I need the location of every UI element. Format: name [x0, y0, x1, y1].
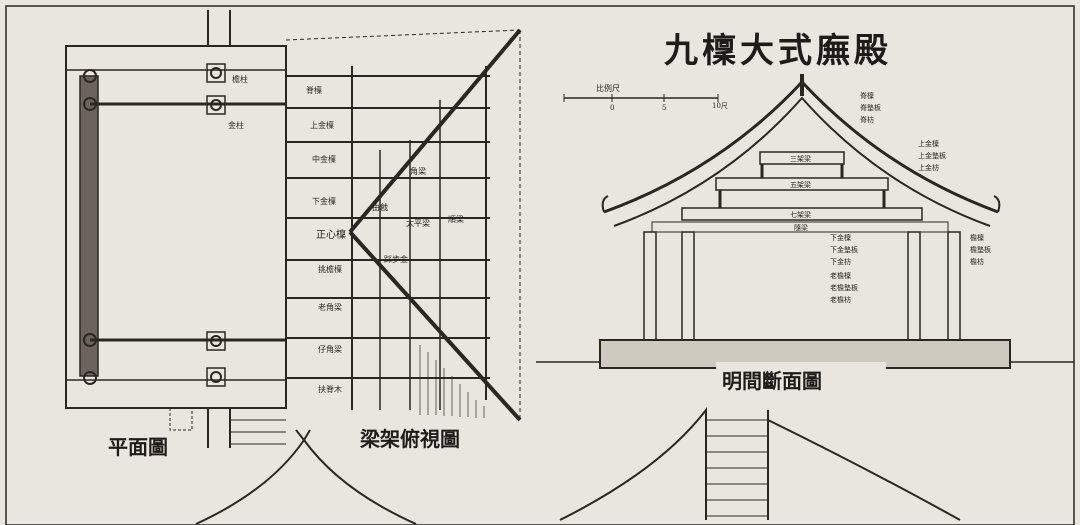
- framing-label-3: 中金檁: [312, 154, 336, 164]
- framing-label-10: 角梁: [410, 166, 426, 176]
- section-label-lower-3: 老檐枋: [830, 295, 851, 304]
- scale-label: 比例尺: [596, 83, 620, 93]
- plan-wall: [79, 75, 99, 377]
- plan-drawing: 檐柱 金柱: [65, 10, 287, 448]
- beam-3: [759, 151, 845, 165]
- section-label-lower-2: 老檐墊板: [830, 283, 858, 292]
- section-label-top-2: 脊墊板: [860, 103, 881, 112]
- plan-caption: 平面圖: [108, 435, 168, 459]
- framing-label-13: 順梁: [448, 215, 464, 224]
- lower-roof-sketches: [195, 407, 961, 525]
- beam-7: [681, 207, 923, 221]
- framing-label-5: 正心檁: [316, 228, 346, 241]
- section-label-upper-1: 上金檁: [918, 139, 939, 148]
- beam-label-7: 七架梁: [790, 210, 811, 219]
- section-label-upper-2: 上金墊板: [918, 151, 946, 160]
- scale-tick-10: 10尺: [712, 102, 728, 110]
- beam-tie: [651, 221, 949, 233]
- framing-label-4: 下金檁: [312, 196, 336, 206]
- framing-label-9: 扶脊木: [318, 384, 342, 394]
- section-label-far-1: 檐檁: [970, 233, 984, 242]
- framing-drawing: 脊檁 上金檁 中金檁 下金檁 正心檁 挑檐檁 老角梁 仔角梁 扶脊木 角梁 由戧…: [285, 28, 522, 422]
- section-label-mid-2: 下金墊板: [830, 245, 858, 254]
- scale-tick-0: 0: [610, 104, 614, 112]
- framing-label-8: 仔角梁: [318, 344, 342, 354]
- section-label-upper-3: 上金枋: [918, 163, 939, 172]
- section-label-top-1: 脊檁: [860, 91, 874, 100]
- beam-label-tie: 隨梁: [794, 223, 808, 232]
- beam-label-5: 五架梁: [790, 180, 811, 189]
- framing-caption: 梁架俯視圖: [359, 427, 460, 451]
- framing-label-7: 老角梁: [318, 302, 342, 312]
- framing-label-1: 脊檁: [306, 85, 322, 95]
- framing-rafters: [419, 345, 485, 418]
- section-label-far-3: 檐枋: [970, 257, 984, 266]
- section-label-mid-3: 下金枋: [830, 257, 851, 266]
- plan-label-gold-column: 金柱: [228, 120, 244, 130]
- framing-label-12: 太平梁: [406, 218, 430, 228]
- framing-label-6: 挑檐檁: [318, 264, 342, 274]
- section-label-lower-1: 老檐檁: [830, 271, 851, 280]
- section-label-far-2: 檐墊板: [970, 245, 991, 254]
- sheet-border: [5, 5, 1075, 525]
- main-title: 九檁大式廡殿: [664, 31, 892, 71]
- beam-label-3: 三架梁: [790, 154, 811, 163]
- framing-label-2: 上金檁: [310, 120, 334, 130]
- plan-label-eave-column: 檐柱: [232, 74, 248, 84]
- framing-label-11: 由戧: [372, 202, 388, 212]
- scale-bar: 比例尺 0 5 10尺: [563, 83, 728, 112]
- plan-columns: [83, 63, 226, 387]
- framing-purlins: [286, 75, 490, 379]
- section-caption: 明間斷面圖: [722, 369, 822, 393]
- scale-tick-5: 5: [662, 104, 666, 112]
- plan-outline: [65, 45, 287, 409]
- section-drawing: 三架梁 五架梁 七架梁 隨梁 脊檁 脊墊板 脊枋 上金檁 上金墊板 上: [536, 74, 1074, 390]
- framing-label-14: 踩步金: [384, 254, 408, 264]
- section-label-top-3: 脊枋: [860, 115, 874, 124]
- beam-5: [715, 177, 889, 191]
- section-label-mid-1: 下金檁: [830, 233, 851, 242]
